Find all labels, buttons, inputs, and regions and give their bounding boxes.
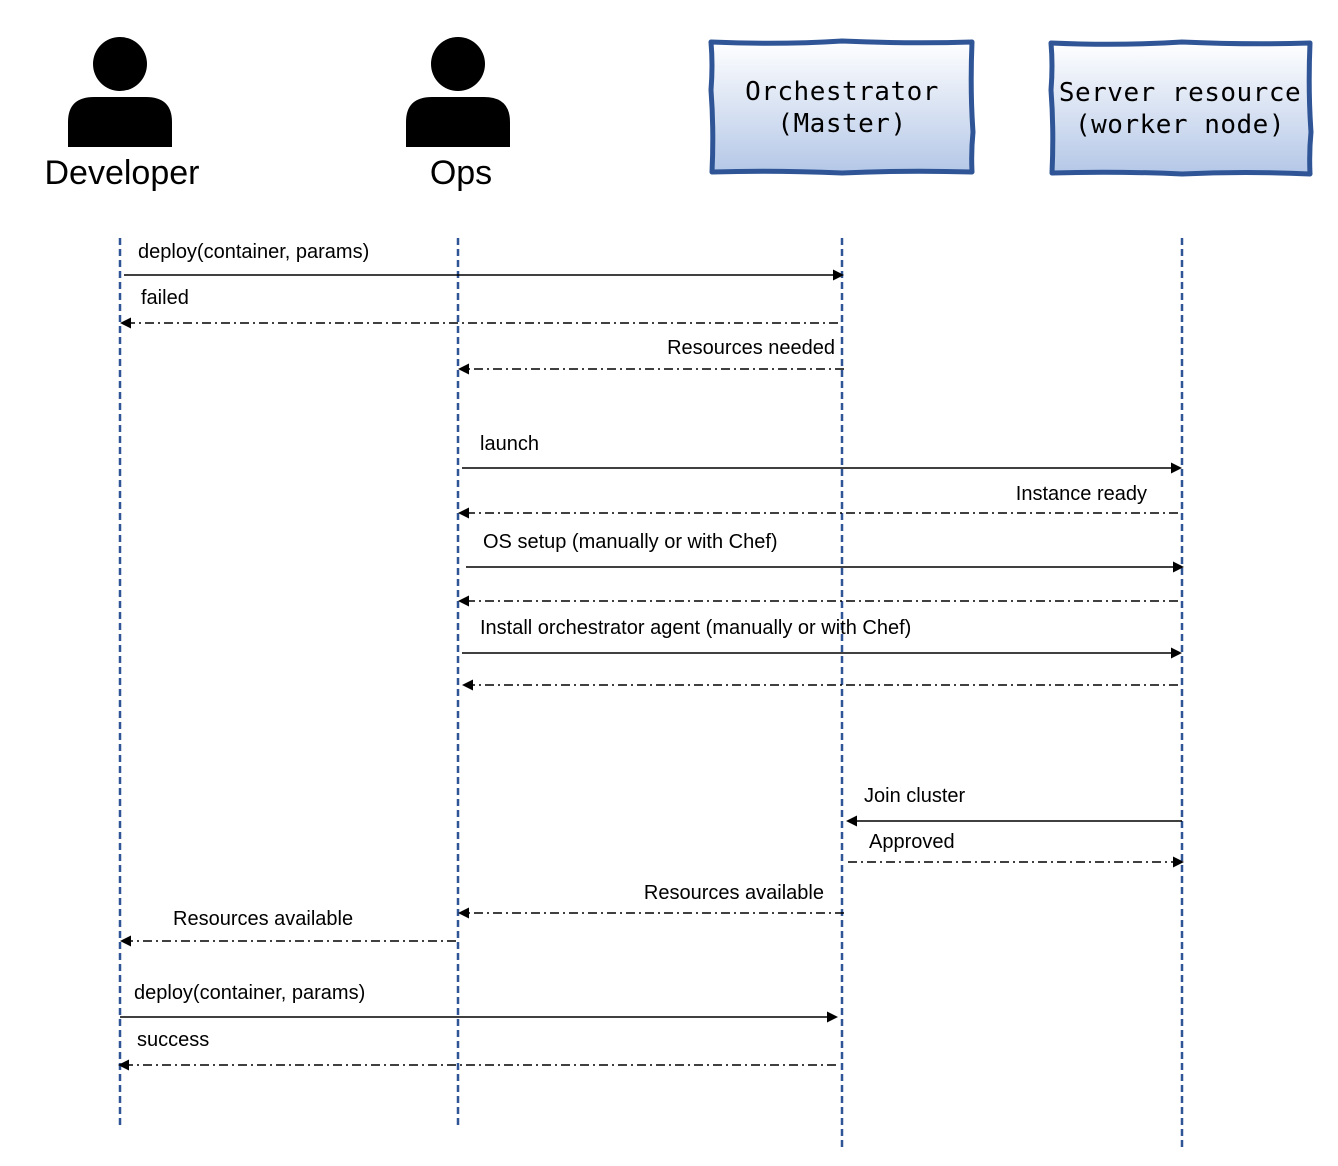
arrowhead	[120, 935, 131, 947]
message-label: Resources available	[644, 882, 824, 904]
server-label-line1: Server resource	[1059, 78, 1301, 108]
server-label-line2: (worker node)	[1075, 110, 1285, 140]
arrowhead	[458, 363, 469, 375]
arrowhead	[1173, 561, 1184, 573]
actor-developer: Developer	[45, 37, 200, 192]
message-approved: Approved	[848, 831, 1184, 868]
message-label: deploy(container, params)	[138, 241, 369, 263]
message-failed: failed	[120, 287, 838, 329]
message-label: Resources available	[173, 908, 353, 930]
arrowhead	[1171, 462, 1182, 474]
person-icon	[406, 37, 510, 147]
message-instance-ready: Instance ready	[458, 483, 1178, 519]
actor-server: Server resource (worker node)	[1048, 39, 1314, 177]
arrowhead	[827, 1011, 838, 1023]
actor-ops: Ops	[406, 37, 510, 192]
message-os-setup-return	[458, 595, 1178, 607]
message-label: Resources needed	[667, 337, 835, 359]
arrowhead	[458, 595, 469, 607]
message-label: Instance ready	[1016, 483, 1147, 505]
message-resources-available-developer: Resources available	[120, 908, 456, 947]
message-join-cluster: Join cluster	[846, 785, 1182, 827]
arrowhead	[120, 317, 131, 329]
actor-label-developer: Developer	[45, 154, 200, 192]
arrowhead	[458, 507, 469, 519]
message-label: Join cluster	[864, 785, 965, 807]
message-label: launch	[480, 433, 539, 455]
message-deploy-retry: deploy(container, params)	[120, 982, 838, 1023]
message-label: OS setup (manually or with Chef)	[483, 531, 778, 553]
actor-orchestrator: Orchestrator (Master)	[708, 38, 976, 176]
message-os-setup: OS setup (manually or with Chef)	[466, 531, 1184, 573]
message-launch: launch	[462, 433, 1182, 474]
arrowhead	[118, 1059, 129, 1071]
message-deploy-request: deploy(container, params)	[124, 241, 844, 281]
actor-label-ops: Ops	[430, 154, 492, 192]
person-icon	[68, 37, 172, 147]
message-label: deploy(container, params)	[134, 982, 365, 1004]
message-label: success	[137, 1029, 209, 1051]
arrowhead	[846, 815, 857, 827]
server-box	[1048, 39, 1314, 177]
message-resources-available-ops: Resources available	[458, 882, 844, 919]
orchestrator-label-line1: Orchestrator	[745, 77, 939, 107]
arrowhead	[833, 269, 844, 281]
arrowhead	[462, 679, 473, 691]
message-label: Install orchestrator agent (manually or …	[480, 617, 911, 639]
message-resources-needed: Resources needed	[458, 337, 844, 375]
message-install-agent: Install orchestrator agent (manually or …	[462, 617, 1182, 659]
orchestrator-label-line2: (Master)	[777, 109, 906, 139]
arrowhead	[458, 907, 469, 919]
message-success: success	[118, 1029, 836, 1071]
arrowhead	[1173, 856, 1184, 868]
message-install-agent-return	[462, 679, 1178, 691]
message-label: failed	[141, 287, 189, 309]
message-label: Approved	[869, 831, 955, 853]
orchestrator-box	[708, 38, 976, 176]
arrowhead	[1171, 647, 1182, 659]
